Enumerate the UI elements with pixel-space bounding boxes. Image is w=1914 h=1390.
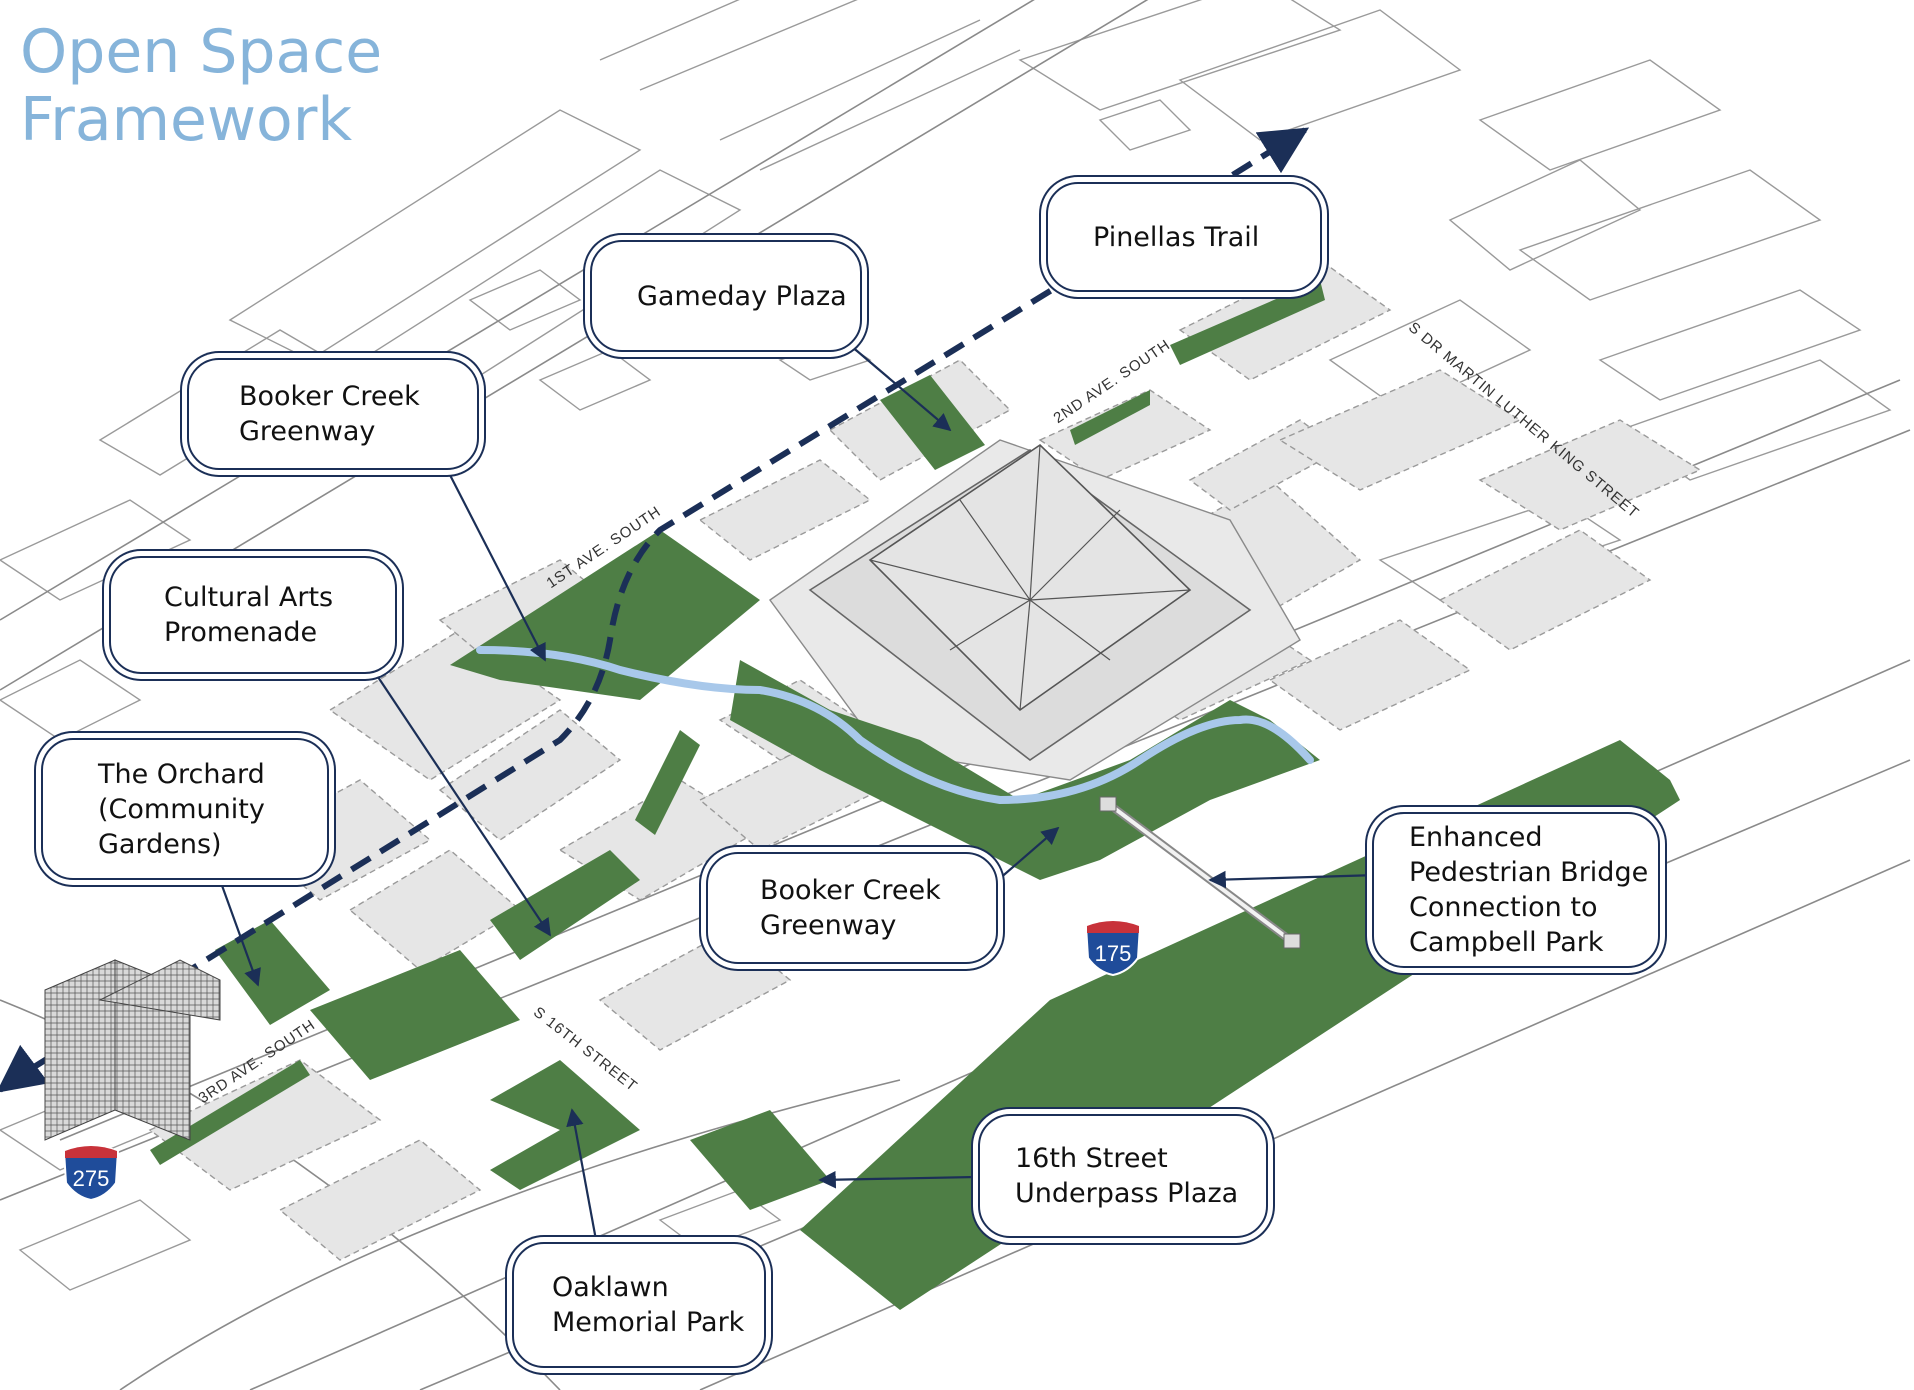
callout-cultural-arts-promenade: Cultural Arts Promenade	[109, 556, 397, 674]
callout-underpass-plaza: 16th Street Underpass Plaza	[978, 1114, 1268, 1238]
booker-creek-lower-green	[730, 660, 1320, 880]
i175-number: 175	[1095, 941, 1132, 966]
callout-booker-creek-greenway-center-text: Booker Creek Greenway	[760, 875, 941, 941]
callout-the-orchard: The Orchard (Community Gardens)	[41, 738, 329, 880]
oaklawn-green-b	[490, 1060, 640, 1190]
callout-cultural-arts-promenade-text: Cultural Arts Promenade	[164, 582, 334, 648]
callout-pinellas-trail: Pinellas Trail	[1046, 182, 1322, 292]
pinellas-trail-arrow-end	[0, 1044, 49, 1093]
underpass-plaza-green	[690, 1110, 830, 1210]
callout-booker-creek-greenway-center: Booker Creek Greenway	[706, 852, 998, 964]
callout-oaklawn-memorial-park-text: Oaklawn Memorial Park	[552, 1272, 745, 1338]
north-green-strip	[1170, 280, 1325, 365]
oaklawn-green-a	[310, 950, 520, 1080]
pinellas-trail-line	[3, 127, 1310, 1088]
booker-creek-upper-green	[450, 530, 760, 700]
callout-enhanced-pedestrian-bridge-text: Enhanced Pedestrian Bridge Connection to…	[1409, 822, 1649, 958]
title-line-1: Open Space	[20, 17, 383, 87]
callout-underpass-plaza-text: 16th Street Underpass Plaza	[1015, 1143, 1239, 1209]
second-ave-green	[1070, 390, 1150, 445]
page-title: Open Space Framework	[20, 18, 382, 154]
title-line-2: Framework	[20, 85, 353, 155]
cultural-arts-lower-green	[490, 850, 640, 960]
i275-number: 275	[73, 1166, 110, 1191]
callout-booker-creek-greenway-nw-text: Booker Creek Greenway	[239, 381, 420, 447]
callout-the-orchard-text: The Orchard (Community Gardens)	[98, 758, 265, 860]
callout-oaklawn-memorial-park: Oaklawn Memorial Park	[512, 1242, 766, 1368]
interstate-275-shield: 275	[60, 1143, 122, 1202]
leader-lines	[218, 344, 1379, 1241]
cultural-arts-green	[635, 730, 700, 835]
callout-gameday-plaza-text: Gameday Plaza	[637, 280, 847, 312]
callout-pinellas-trail-text: Pinellas Trail	[1093, 221, 1260, 253]
callout-gameday-plaza: Gameday Plaza	[590, 240, 862, 352]
booker-creek	[476, 646, 1314, 805]
interstate-175-shield: 175	[1082, 918, 1144, 977]
callout-booker-creek-greenway-nw: Booker Creek Greenway	[187, 358, 479, 470]
tall-building	[44, 959, 221, 1141]
callout-enhanced-pedestrian-bridge: Enhanced Pedestrian Bridge Connection to…	[1372, 812, 1660, 968]
pedestrian-bridge	[1099, 796, 1301, 949]
stadium	[769, 439, 1301, 781]
